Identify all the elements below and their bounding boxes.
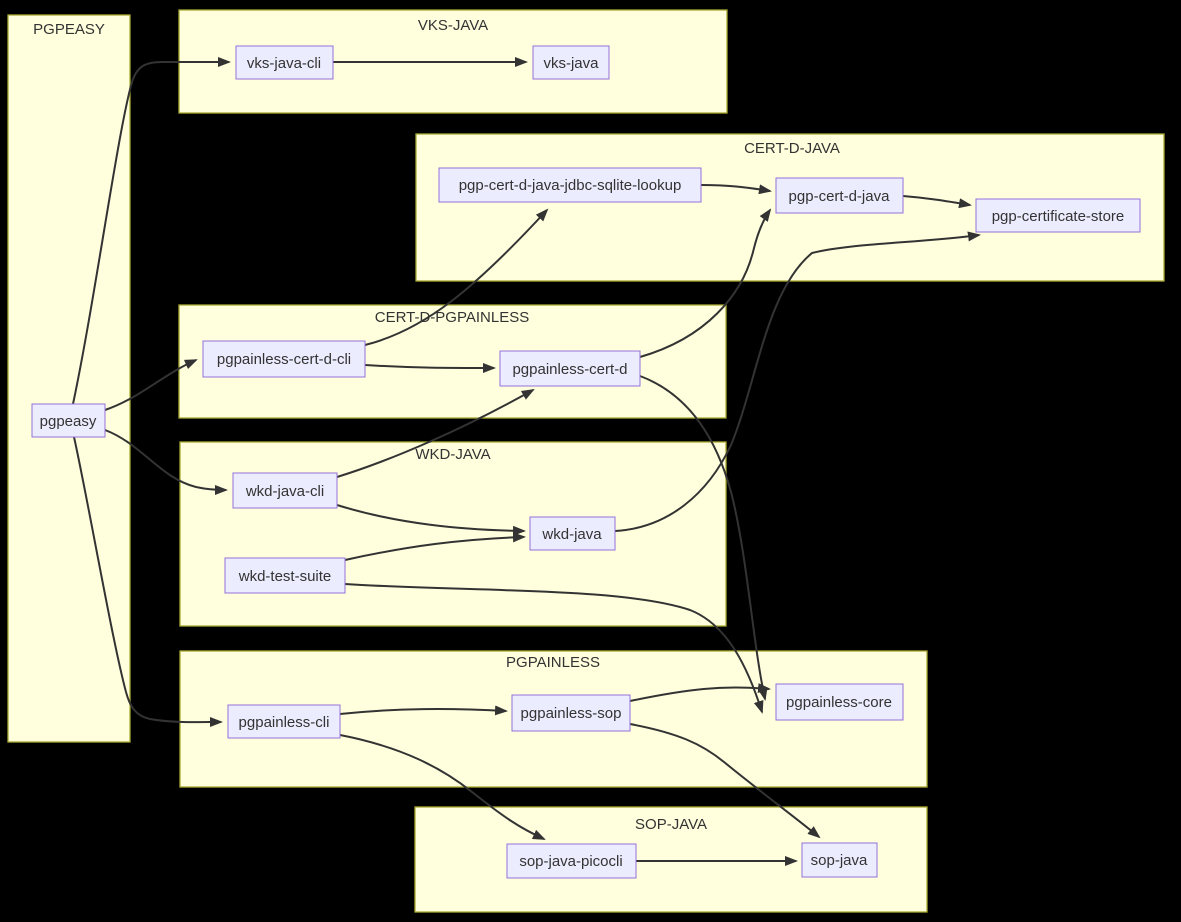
- cluster-label-vks-java: VKS-JAVA: [418, 17, 488, 34]
- edge-pgpeasy-to-pgpainless-cert-d-cli: [104, 359, 198, 411]
- node-wkd-test-suite-box: [224, 557, 346, 594]
- edge-pgpeasy-to-wkd-java-cli: [104, 429, 228, 495]
- node-pgp-certificate-store: pgp-certificate-store: [975, 198, 1141, 233]
- node-pgp-cert-d-java-box: [775, 177, 904, 214]
- cluster-pgpeasy: [7, 14, 131, 743]
- node-wkd-test-suite-label: wkd-test-suite: [238, 568, 332, 585]
- cluster-label-sop-java: SOP-JAVA: [635, 816, 707, 833]
- node-sop-java-picocli-box: [506, 843, 637, 879]
- edge-pgpainless-cert-d-cli-to-jdbc-sqlite-lookup: [364, 208, 549, 346]
- node-pgpainless-cert-d-box: [499, 350, 641, 387]
- node-pgpainless-cli: pgpainless-cli: [227, 704, 341, 739]
- edge-jdbc-sqlite-lookup-to-pgp-cert-d-java: [700, 184, 772, 195]
- node-pgpainless-sop-box: [511, 694, 631, 732]
- node-pgpainless-cli-label: pgpainless-cli: [239, 714, 330, 731]
- node-pgpainless-cert-d-label: pgpainless-cert-d: [512, 361, 627, 378]
- edge-pgp-cert-d-java-to-pgp-certificate-store: [902, 195, 972, 209]
- edge-pgpainless-sop-to-pgpainless-core: [629, 683, 771, 702]
- node-pgpainless-cert-d-cli-box: [202, 340, 366, 378]
- cluster-label-wkd-java: WKD-JAVA: [415, 446, 490, 463]
- node-pgp-certificate-store-label: pgp-certificate-store: [992, 208, 1125, 225]
- edge-pgpainless-cert-d-cli-to-pgpainless-cert-d: [364, 362, 496, 373]
- edge-pgpainless-cli-to-sop-java-picocli: [339, 734, 546, 840]
- node-pgp-cert-d-java: pgp-cert-d-java: [775, 177, 904, 214]
- node-pgpainless-cert-d-cli-label: pgpainless-cert-d-cli: [217, 351, 351, 368]
- node-sop-java-box: [801, 842, 878, 878]
- edge-pgpainless-cli-to-pgpainless-sop: [339, 705, 508, 716]
- node-vks-java-cli-label: vks-java-cli: [247, 55, 321, 72]
- node-pgpainless-cert-d: pgpainless-cert-d: [499, 350, 641, 387]
- cluster-label-pgpeasy: PGPEASY: [33, 21, 105, 38]
- node-pgpeasy-label: pgpeasy: [40, 413, 97, 430]
- node-pgpainless-cert-d-cli: pgpainless-cert-d-cli: [202, 340, 366, 378]
- node-sop-java-picocli: sop-java-picocli: [506, 843, 637, 879]
- node-wkd-test-suite: wkd-test-suite: [224, 557, 346, 594]
- node-vks-java: vks-java: [532, 45, 610, 80]
- node-wkd-java-cli-box: [232, 472, 338, 509]
- cluster-label-cert-d-pgpainless: CERT-D-PGPAINLESS: [375, 309, 529, 326]
- node-wkd-java-label: wkd-java: [541, 526, 602, 543]
- node-vks-java-cli-box: [235, 45, 334, 80]
- node-vks-java-label: vks-java: [543, 55, 599, 72]
- node-wkd-java-cli-label: wkd-java-cli: [245, 483, 324, 500]
- edge-wkd-test-suite-to-wkd-java: [344, 532, 526, 561]
- node-vks-java-cli: vks-java-cli: [235, 45, 334, 80]
- node-sop-java-picocli-label: sop-java-picocli: [519, 853, 622, 870]
- node-pgpainless-core-box: [775, 683, 904, 721]
- node-wkd-java-box: [529, 516, 616, 551]
- node-pgp-cert-d-java-jdbc-sqlite-lookup: pgp-cert-d-java-jdbc-sqlite-lookup: [438, 167, 702, 203]
- node-vks-java-box: [532, 45, 610, 80]
- node-sop-java: sop-java: [801, 842, 878, 878]
- node-jdbc-sqlite-lookup-label: pgp-cert-d-java-jdbc-sqlite-lookup: [459, 177, 682, 194]
- node-pgpainless-core-label: pgpainless-core: [786, 694, 892, 711]
- node-pgpeasy-box: [31, 403, 106, 438]
- node-pgpeasy: pgpeasy: [31, 403, 106, 438]
- node-sop-java-label: sop-java: [811, 852, 868, 869]
- edge-wkd-test-suite-to-pgpainless-core: [344, 583, 764, 714]
- edge-wkd-java-to-pgp-certificate-store: [614, 231, 981, 532]
- cluster-label-cert-d-java: CERT-D-JAVA: [744, 140, 840, 157]
- node-jdbc-sqlite-lookup-box: [438, 167, 702, 203]
- node-wkd-java: wkd-java: [529, 516, 616, 551]
- cluster-wkd-java: [179, 441, 727, 627]
- edge-pgpeasy-to-pgpainless-cli: [73, 436, 223, 728]
- edge-wkd-java-cli-to-pgpainless-cert-d: [336, 389, 535, 478]
- edge-wkd-java-cli-to-wkd-java: [336, 504, 526, 536]
- node-wkd-java-cli: wkd-java-cli: [232, 472, 338, 509]
- node-pgp-certificate-store-box: [975, 198, 1141, 233]
- edge-pgpeasy-to-vks-java-cli: [72, 57, 231, 405]
- edge-pgpainless-cert-d-to-pgpainless-core: [639, 375, 768, 701]
- cluster-label-pgpainless: PGPAINLESS: [506, 654, 600, 671]
- node-pgpainless-core: pgpainless-core: [775, 683, 904, 721]
- edge-pgpainless-sop-to-sop-java: [629, 723, 821, 839]
- node-pgpainless-sop-label: pgpainless-sop: [521, 705, 622, 722]
- node-pgpainless-cli-box: [227, 704, 341, 739]
- node-pgpainless-sop: pgpainless-sop: [511, 694, 631, 732]
- node-pgp-cert-d-java-label: pgp-cert-d-java: [789, 188, 891, 205]
- edge-pgpainless-cert-d-to-pgp-cert-d-java: [639, 208, 772, 358]
